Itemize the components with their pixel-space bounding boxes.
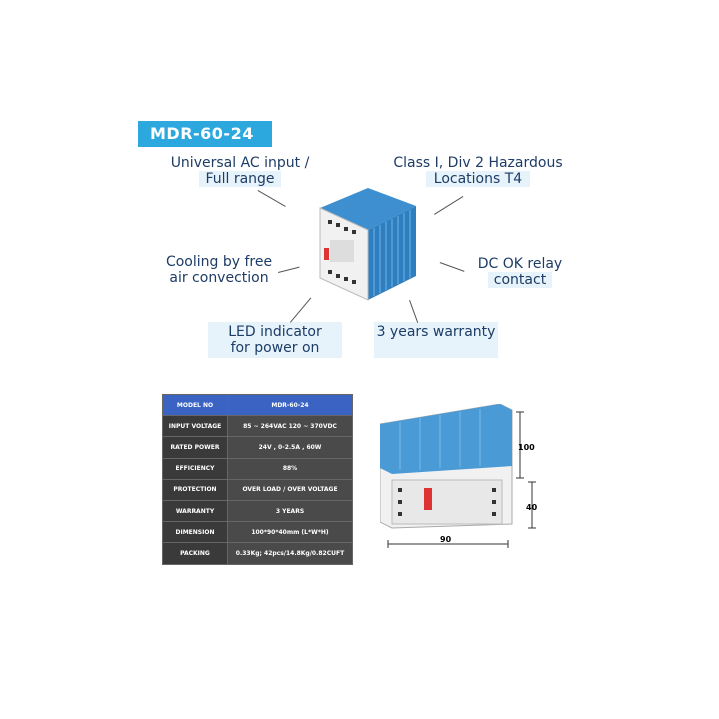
- feature-cooling-line2: air convection: [169, 270, 269, 286]
- dim-height-label: 100: [518, 443, 535, 452]
- leader-line: [278, 266, 300, 273]
- spec-value: 100*90*40mm (L*W*H): [227, 521, 353, 544]
- feature-led-line1: LED indicator: [228, 324, 322, 340]
- spec-key: DIMENSION: [162, 521, 228, 544]
- feature-class1: Class I, Div 2 Hazardous Locations T4: [392, 155, 564, 187]
- feature-dc-ok: DC OK relay contact: [470, 256, 570, 288]
- leader-line: [290, 297, 312, 323]
- spec-key: INPUT VOLTAGE: [162, 415, 228, 438]
- feature-universal-ac-line2: Full range: [199, 171, 281, 187]
- feature-cooling: Cooling by free air convection: [160, 254, 278, 286]
- spec-key: PACKING: [162, 542, 228, 565]
- spec-value: 0.33Kg; 42pcs/14.8Kg/0.82CUFT: [227, 542, 353, 565]
- spec-value: 24V , 0-2.5A , 60W: [227, 436, 353, 459]
- feature-led-line2: for power on: [230, 340, 320, 356]
- spec-value: OVER LOAD / OVER VOLTAGE: [227, 478, 353, 501]
- spec-key: MODEL NO: [162, 393, 228, 417]
- product-title: MDR-60-24: [138, 121, 272, 147]
- leader-line: [434, 195, 464, 215]
- feature-warranty-text: 3 years warranty: [376, 324, 496, 340]
- leader-line: [257, 190, 286, 207]
- feature-universal-ac-line1: Universal AC input /: [170, 155, 310, 171]
- feature-class1-line2: Locations T4: [425, 171, 531, 187]
- power-supply-image: [319, 188, 416, 301]
- spec-key: EFFICIENCY: [162, 457, 228, 480]
- feature-cooling-line1: Cooling by free: [165, 254, 273, 270]
- dim-width-label: 90: [440, 535, 452, 544]
- feature-led: LED indicator for power on: [208, 322, 342, 358]
- feature-class1-line1: Class I, Div 2 Hazardous: [393, 155, 563, 171]
- dim-depth-label: 40: [526, 503, 538, 512]
- dimension-drawing: 100 40 90: [380, 404, 538, 548]
- leader-line: [439, 262, 465, 272]
- spec-value: 3 YEARS: [227, 499, 353, 523]
- spec-value: MDR-60-24: [227, 393, 353, 417]
- spec-key: RATED POWER: [162, 436, 228, 459]
- spec-value: 85 ~ 264VAC 120 ~ 370VDC: [227, 415, 353, 438]
- spec-key: PROTECTION: [162, 478, 228, 501]
- spec-value: 88%: [227, 457, 353, 480]
- feature-universal-ac: Universal AC input / Full range: [168, 155, 312, 187]
- feature-dc-ok-line1: DC OK relay: [477, 256, 563, 272]
- spec-key: WARRANTY: [162, 499, 228, 523]
- feature-dc-ok-line2: contact: [487, 272, 553, 288]
- feature-warranty: 3 years warranty: [374, 322, 498, 358]
